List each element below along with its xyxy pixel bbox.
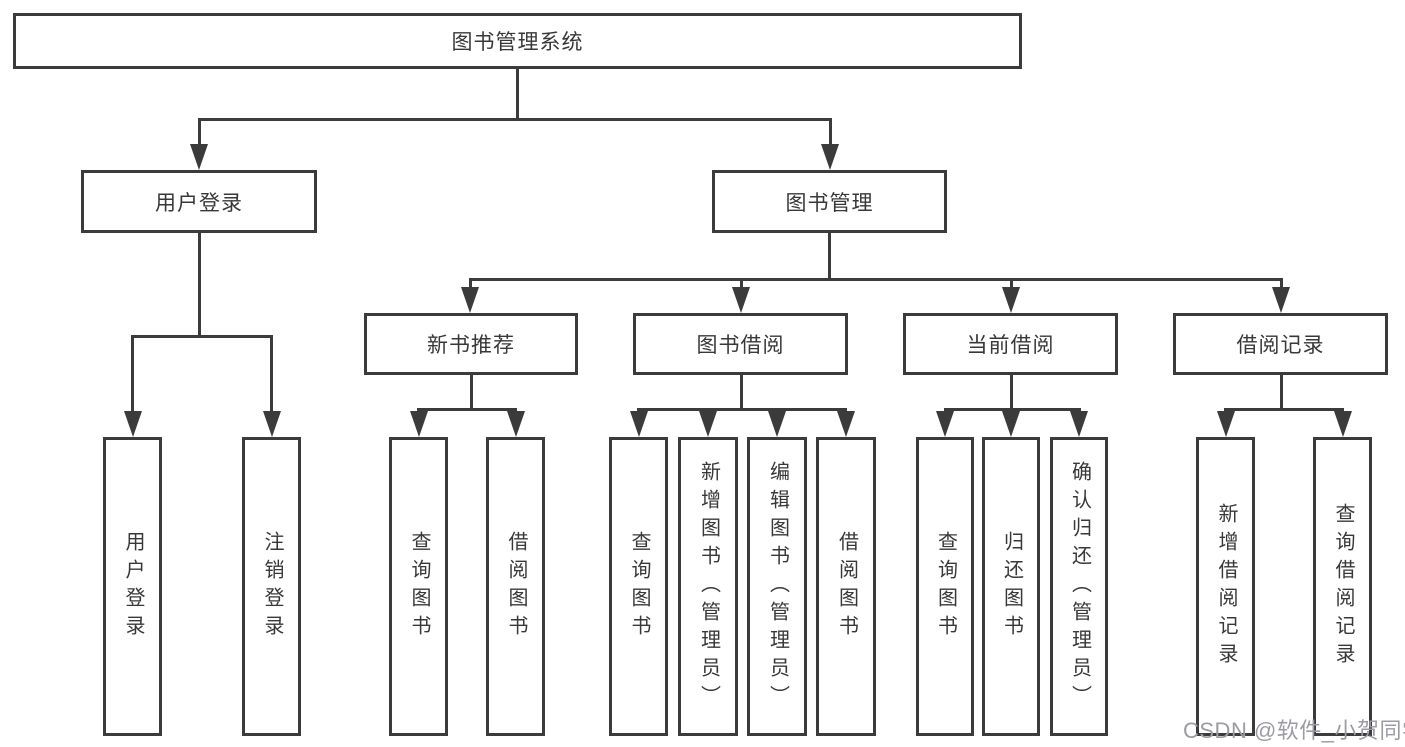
node-label: 用户登录 [122,530,144,643]
node-label: 借阅记录 [1236,334,1325,357]
node-current-borrowing: 当前借阅 [903,313,1118,375]
node-confirm-return-admin: 确认归还（管理员） [1050,437,1108,736]
connector-line [270,338,273,411]
node-label: 确认归还（管理员） [1068,460,1091,713]
connector-line [516,69,519,119]
connector-line [469,375,473,411]
connector-line [943,408,1081,411]
arrow-down-icon [123,411,142,437]
arrow-down-icon [262,411,281,437]
connector-line [739,375,743,411]
node-add-borrow-record: 新增借阅记录 [1196,437,1255,736]
node-label: 当前借阅 [966,334,1055,357]
arrow-down-icon [409,411,428,437]
connector-line [1279,375,1283,411]
node-label: 编辑图书（管理员） [766,460,789,713]
node-label: 注销登录 [261,530,283,643]
node-label: 查询借阅记录 [1332,502,1354,671]
node-label: 归还图书 [1000,530,1023,643]
node-borrow-books-leaf: 借阅图书 [816,437,876,736]
node-add-books-admin: 新增图书（管理员） [678,437,738,736]
arrow-down-icon [629,411,648,437]
arrow-down-icon [1002,411,1020,437]
connector-line [417,408,517,411]
node-label: 用户登录 [155,191,243,215]
node-label: 新增借阅记录 [1215,502,1237,671]
arrow-down-icon [936,411,954,437]
connector-line [1279,281,1283,289]
node-edit-books-admin: 编辑图书（管理员） [747,437,807,736]
node-label: 查询图书 [408,530,430,643]
watermark-text: CSDN @软件_小贺同学 [1183,718,1405,743]
node-new-book-recommendation: 新书推荐 [364,313,578,375]
arrow-down-icon [190,144,208,170]
arrow-down-icon [1002,287,1020,313]
node-query-books-current: 查询图书 [916,437,974,736]
node-borrowing-records: 借阅记录 [1173,313,1388,375]
connector-line [197,121,201,144]
arrow-down-icon [767,411,786,437]
arrow-down-icon [1070,411,1088,437]
node-query-borrow-record: 查询借阅记录 [1313,437,1372,736]
arrow-down-icon [698,411,717,437]
node-label: 图书借阅 [696,334,785,357]
node-label: 查询图书 [628,530,650,643]
connector-line [468,278,1283,281]
connector-line [131,335,273,338]
connector-line [739,281,743,289]
connector-line [1009,375,1013,411]
node-query-books-recommend: 查询图书 [389,437,448,736]
node-label: 查询图书 [934,530,957,643]
arrow-down-icon [732,287,750,313]
node-label: 图书管理 [785,191,874,215]
arrow-down-icon [1272,287,1290,313]
node-label: 新增图书（管理员） [697,460,720,713]
arrow-down-icon [1333,411,1352,437]
node-label: 借阅图书 [835,530,858,643]
node-logout: 注销登录 [242,437,301,736]
node-borrow-books-recommend: 借阅图书 [486,437,545,736]
connector-line [197,118,832,121]
connector-line [131,338,134,411]
node-book-borrowing: 图书借阅 [633,313,848,375]
node-book-management: 图书管理 [712,170,947,233]
arrow-down-icon [821,144,839,170]
connector-line [828,233,831,281]
connector-line [468,281,472,289]
node-label: 新书推荐 [427,334,515,357]
node-library-management-system: 图书管理系统 [13,13,1022,69]
connector-line [1009,281,1013,289]
arrow-down-icon [506,411,525,437]
connector-line [828,121,832,144]
connector-line [637,408,847,411]
arrow-down-icon [461,287,479,313]
arrow-down-icon [836,411,855,437]
arrow-down-icon [1216,411,1235,437]
node-label: 借阅图书 [505,530,527,643]
node-label: 图书管理系统 [451,31,584,54]
connector-line [197,233,201,338]
node-user-login-leaf: 用户登录 [103,437,162,736]
connector-line [1224,408,1344,411]
node-user-login: 用户登录 [81,170,317,233]
node-return-books: 归还图书 [982,437,1040,736]
node-query-books-borrowing: 查询图书 [609,437,668,736]
